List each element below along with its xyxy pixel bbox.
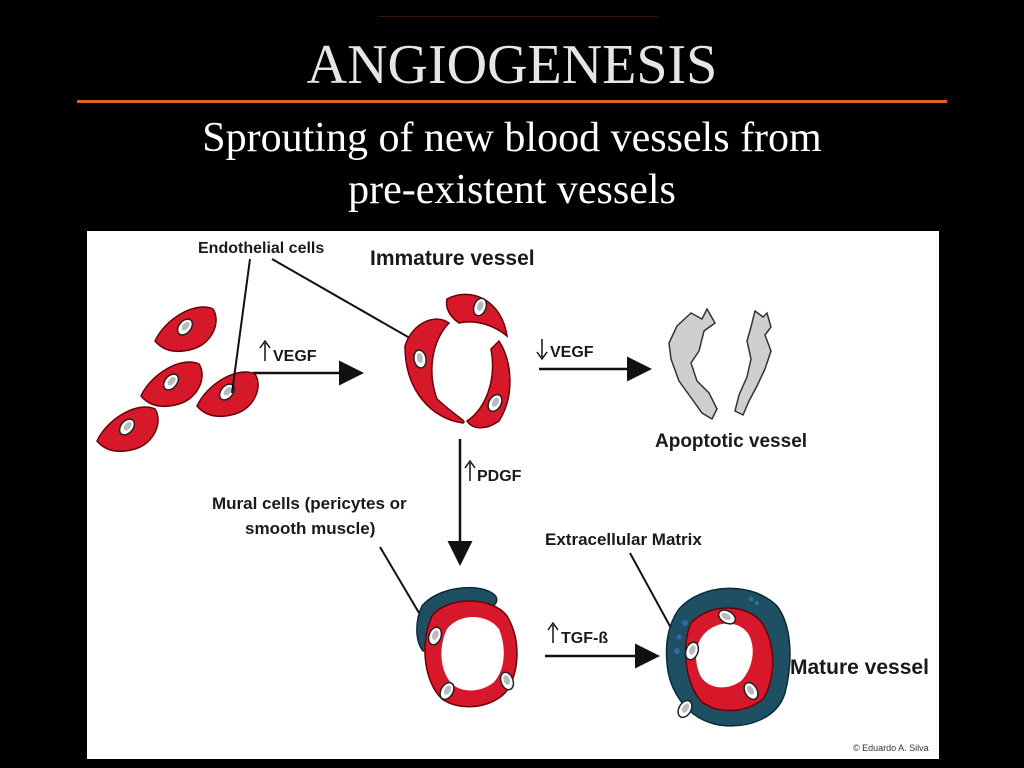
- pointer-line: [379, 546, 426, 624]
- up-arrow-icon: [547, 621, 559, 643]
- angiogenesis-diagram-panel: Endothelial cells Immature vessel VEGF V…: [87, 231, 939, 759]
- immature-vessel: [404, 293, 511, 429]
- label-vegf-down: VEGF: [550, 344, 594, 361]
- slide-subtitle: Sprouting of new blood vessels from pre-…: [0, 112, 1024, 216]
- endothelial-cell: [140, 361, 203, 408]
- image-credit: © Eduardo A. Silva: [853, 743, 929, 753]
- title-underline: [77, 100, 947, 103]
- down-arrow-icon: [536, 339, 548, 361]
- apoptotic-vessel: [668, 307, 772, 421]
- arrow-pdgf-up: PDGF: [447, 439, 522, 566]
- pointer-line: [231, 258, 251, 394]
- endothelial-cell: [96, 406, 159, 453]
- label-vegf-up: VEGF: [273, 348, 317, 365]
- subtitle-line-2: pre-existent vessels: [348, 167, 676, 213]
- endothelial-cell: [196, 371, 259, 418]
- label-mural-cells-line-2: smooth muscle): [245, 519, 375, 538]
- arrow-vegf-up: VEGF: [253, 339, 364, 386]
- arrow-vegf-down: VEGF: [536, 339, 652, 382]
- arrow-tgf-up: TGF-ß: [545, 621, 660, 669]
- top-decor-line: [378, 16, 658, 17]
- label-mature-vessel: Mature vessel: [790, 656, 929, 679]
- label-endothelial-cells: Endothelial cells: [198, 240, 324, 257]
- subtitle-line-1: Sprouting of new blood vessels from: [202, 115, 822, 161]
- label-mural-cells-line-1: Mural cells (pericytes or: [212, 494, 407, 513]
- pointer-line: [629, 552, 678, 640]
- label-pdgf-up: PDGF: [477, 468, 522, 485]
- label-tgf-up: TGF-ß: [561, 630, 608, 647]
- slide-title: ANGIOGENESIS: [306, 34, 718, 96]
- label-extracellular-matrix: Extracellular Matrix: [545, 530, 702, 549]
- label-apoptotic-vessel: Apoptotic vessel: [655, 431, 807, 452]
- mature-vessel: [665, 587, 791, 727]
- up-arrow-icon: [464, 459, 476, 481]
- pointer-line: [271, 258, 416, 342]
- endothelial-cell: [154, 306, 217, 353]
- vessel-with-mural-cells: [416, 587, 518, 708]
- label-immature-vessel: Immature vessel: [370, 247, 535, 270]
- up-arrow-icon: [259, 339, 271, 361]
- angiogenesis-diagram: Endothelial cells Immature vessel VEGF V…: [96, 240, 929, 753]
